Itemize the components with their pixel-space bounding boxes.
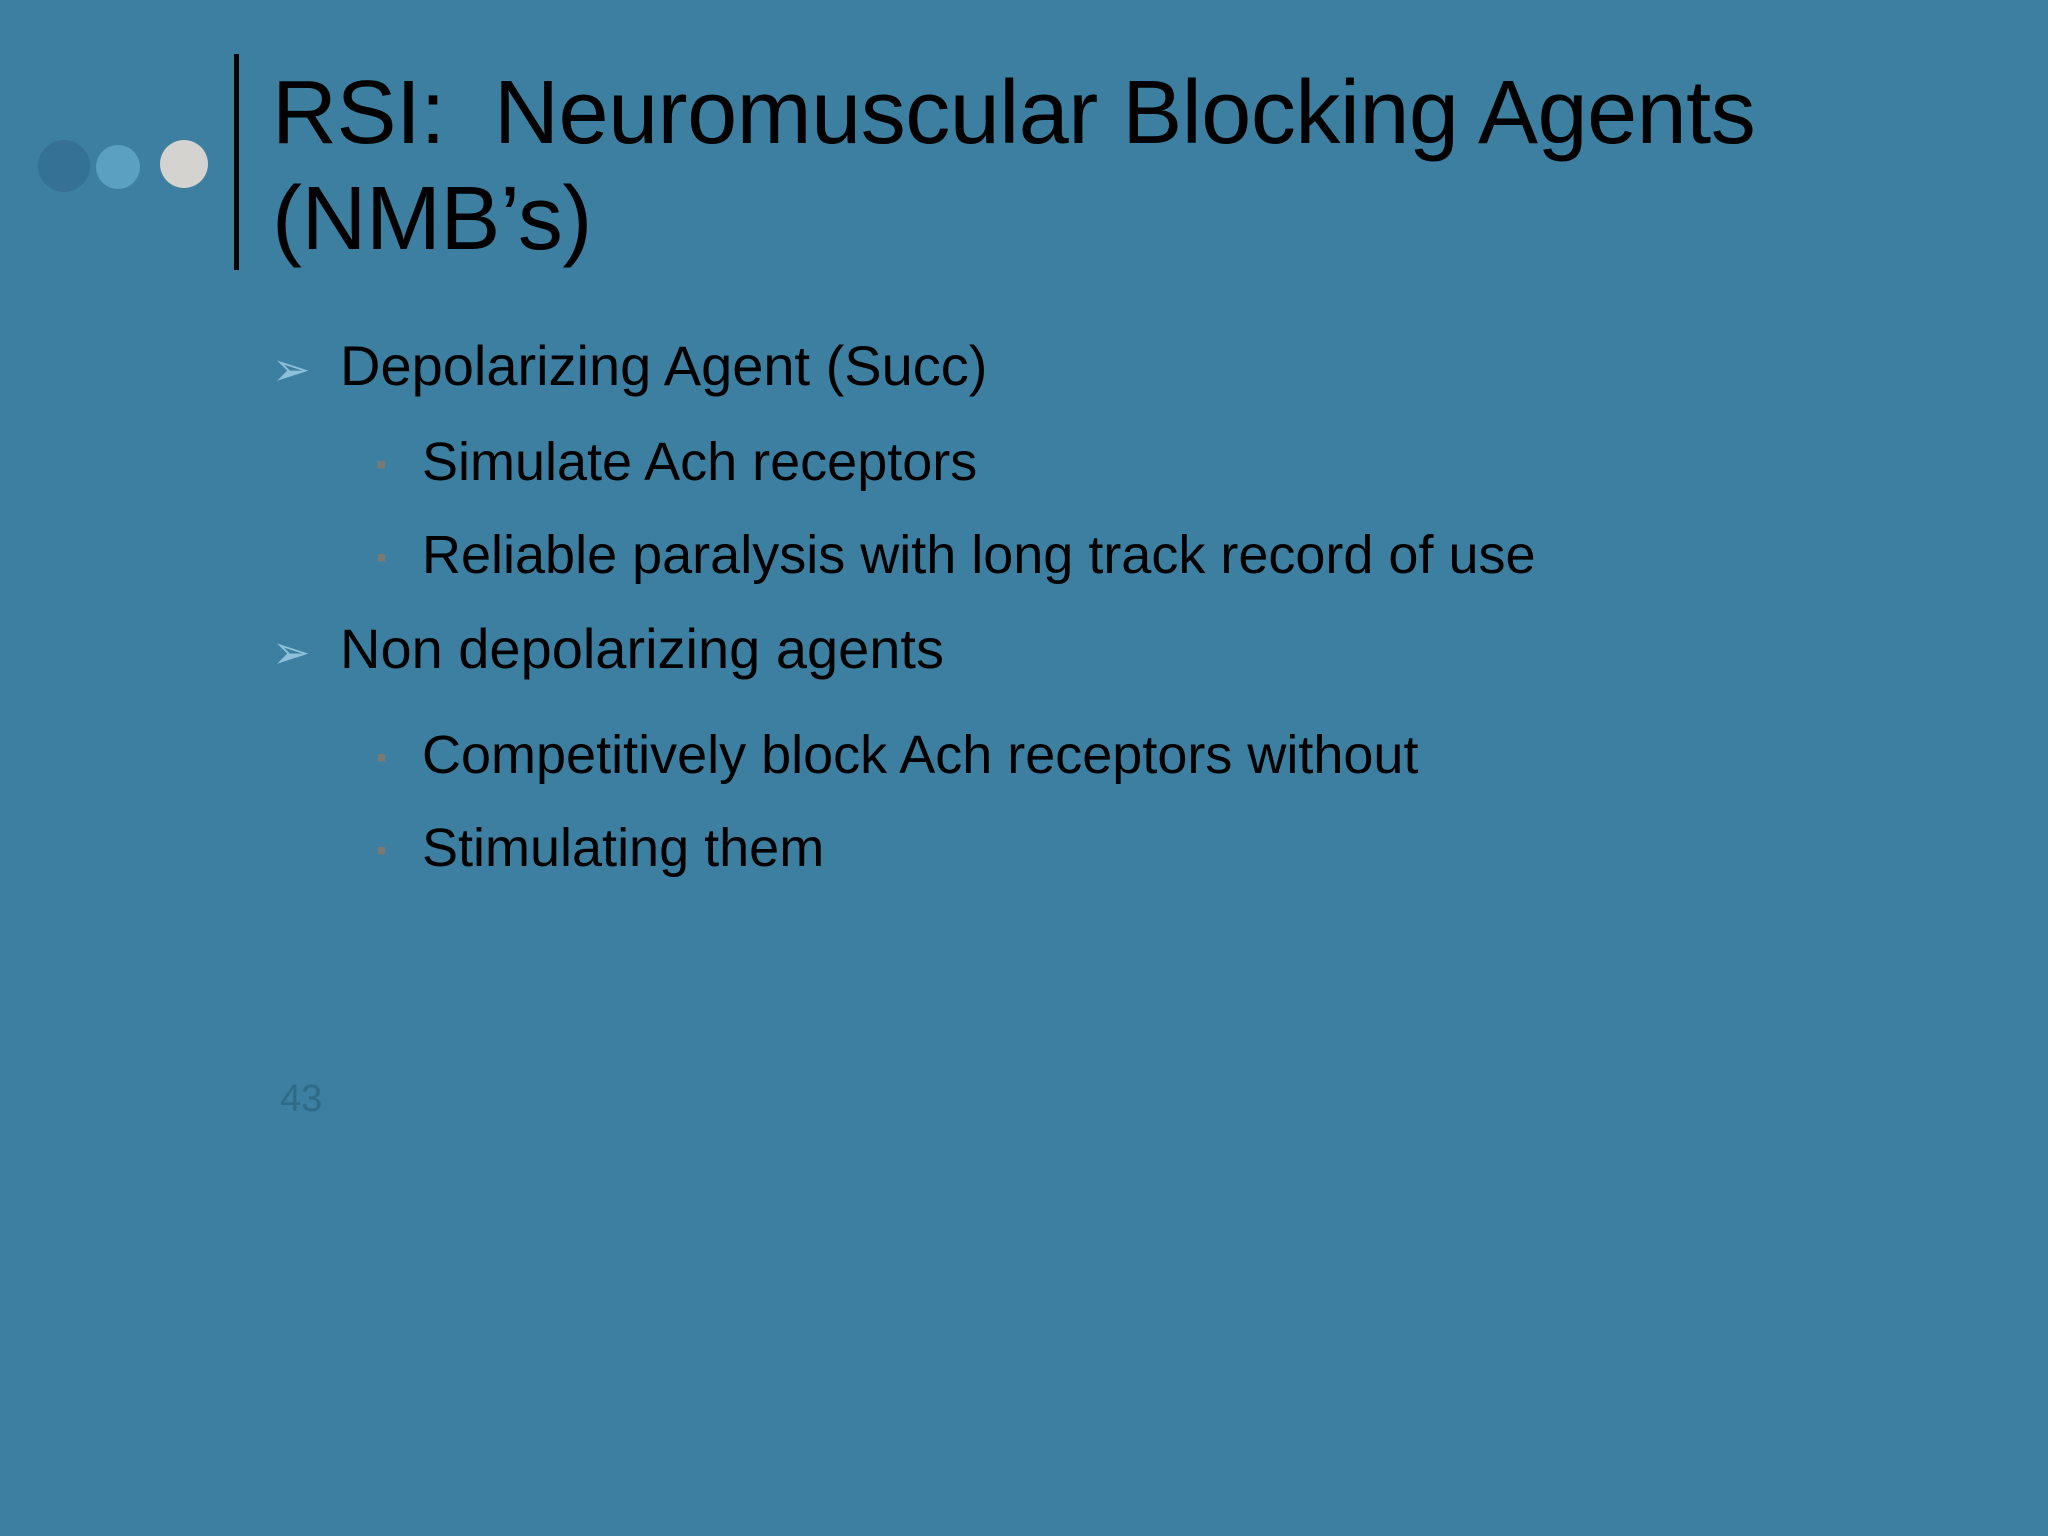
arrow-bullet-icon: ➢ bbox=[272, 343, 311, 395]
list-item-label: Simulate Ach receptors bbox=[422, 431, 978, 492]
list-item-label: Non depolarizing agents bbox=[340, 617, 944, 681]
square-bullet-icon: ▪ bbox=[376, 741, 387, 775]
list-item: ▪ Simulate Ach receptors bbox=[376, 427, 2012, 498]
decorative-circle-light bbox=[160, 140, 208, 188]
list-spacer bbox=[272, 692, 2012, 720]
page-title: RSI: Neuromuscular Blocking Agents (NMB’… bbox=[272, 63, 1780, 270]
list-item: ▪ Competitively block Ach receptors with… bbox=[376, 720, 2012, 791]
slide-page-number: 43 bbox=[280, 1078, 323, 1120]
square-bullet-icon: ▪ bbox=[376, 541, 387, 575]
list-item-label: Competitively block Ach receptors withou… bbox=[422, 725, 1419, 786]
list-item: ▪ Stimulating them bbox=[376, 813, 2012, 884]
title-vertical-rule bbox=[234, 54, 239, 270]
list-spacer bbox=[272, 795, 2012, 813]
list-spacer bbox=[272, 409, 2012, 427]
list-item: ▪ Reliable paralysis with long track rec… bbox=[376, 520, 2012, 591]
decorative-circle-dark bbox=[38, 140, 90, 192]
list-spacer bbox=[272, 502, 2012, 520]
square-bullet-icon: ▪ bbox=[376, 447, 387, 481]
list-item-label: Reliable paralysis with long track recor… bbox=[422, 525, 1536, 586]
list-item-label: Depolarizing Agent (Succ) bbox=[340, 334, 988, 397]
arrow-bullet-icon: ➢ bbox=[272, 626, 311, 679]
square-bullet-icon: ▪ bbox=[376, 834, 387, 868]
list-item: ➢ Depolarizing Agent (Succ) bbox=[272, 330, 2012, 403]
decorative-circle-blue bbox=[96, 145, 140, 189]
list-item: ➢ Non depolarizing agents bbox=[272, 613, 2012, 686]
bullet-list: ➢ Depolarizing Agent (Succ) ▪ Simulate A… bbox=[272, 330, 2012, 889]
list-spacer bbox=[272, 595, 2012, 613]
list-item-label: Stimulating them bbox=[422, 818, 825, 879]
